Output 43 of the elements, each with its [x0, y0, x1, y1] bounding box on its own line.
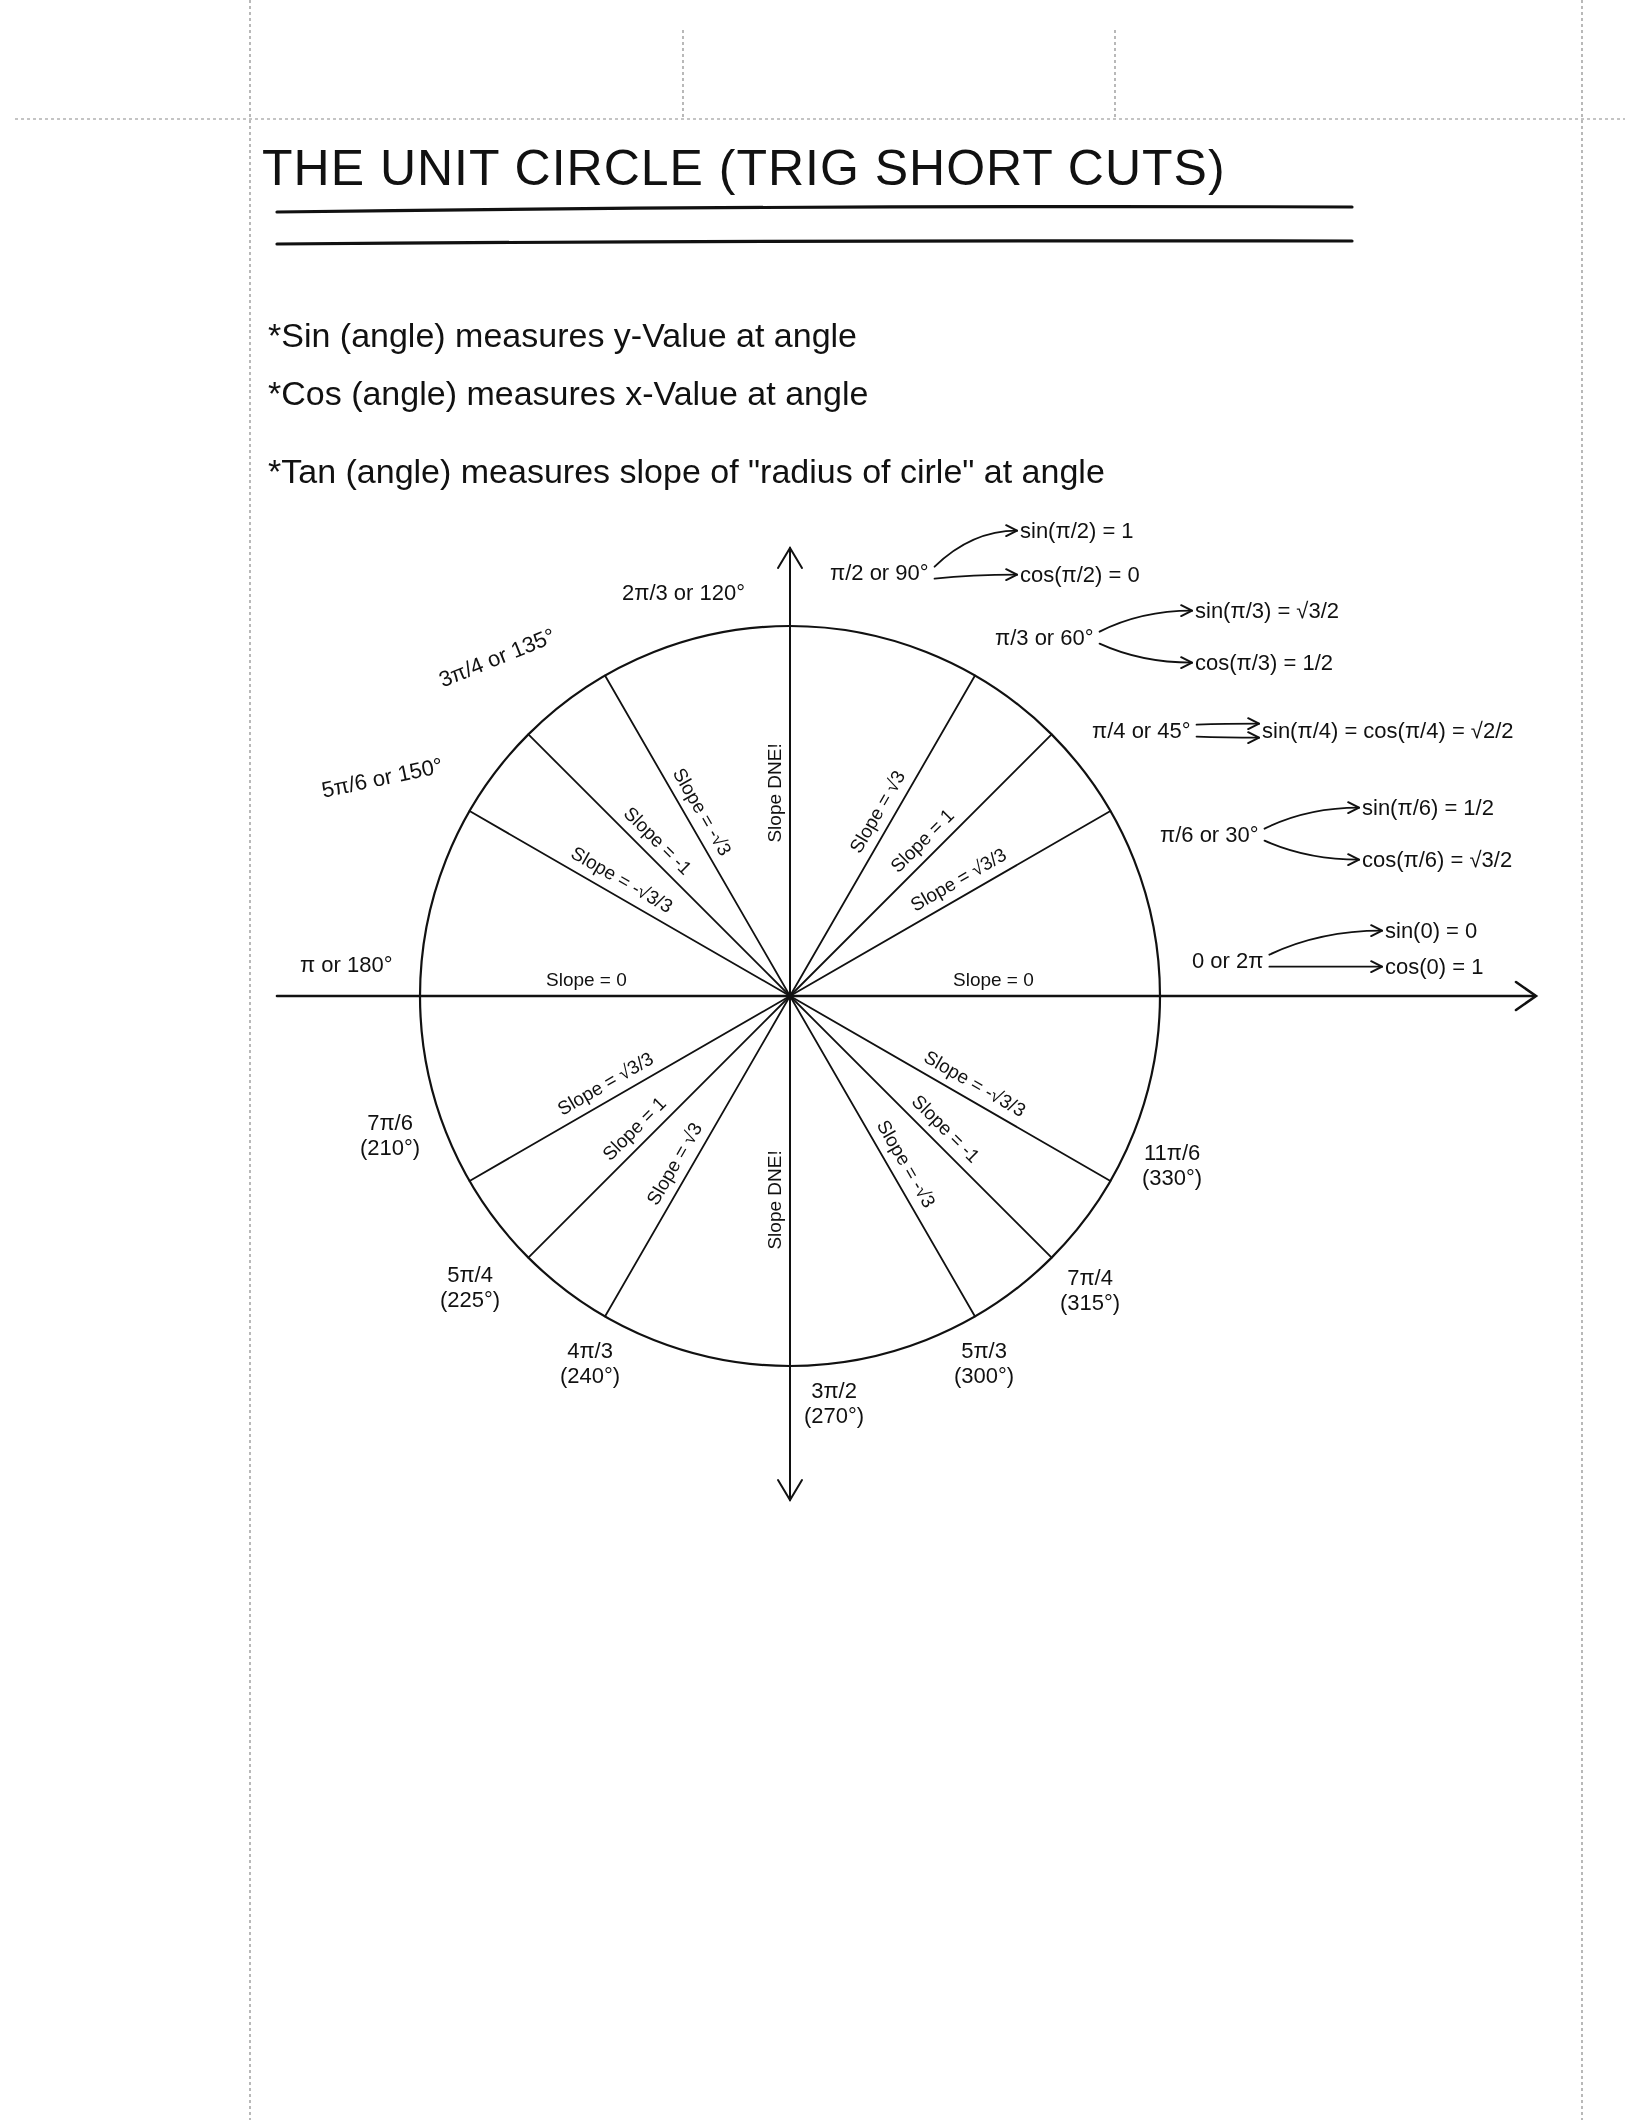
angle-label: π/3 or 60° — [995, 625, 1094, 651]
slope-label: Slope = 0 — [546, 969, 627, 991]
trig-value: cos(π/2) = 0 — [1020, 562, 1140, 588]
trig-value: sin(π/3) = √3/2 — [1195, 598, 1340, 624]
angle-label: 11π/6 (330°) — [1142, 1140, 1203, 1191]
arrow — [1195, 717, 1260, 731]
slope-label: Slope = 0 — [953, 969, 1034, 991]
arrow — [1098, 642, 1193, 669]
trig-value: sin(π/2) = 1 — [1020, 518, 1134, 544]
angle-label: 2π/3 or 120° — [622, 580, 746, 606]
trig-value: sin(π/6) = 1/2 — [1362, 795, 1494, 821]
angle-label: 7π/4 (315°) — [1060, 1265, 1121, 1316]
angle-label: 5π/3 (300°) — [954, 1338, 1015, 1389]
arrow — [1098, 604, 1193, 633]
arrow — [933, 568, 1018, 582]
trig-value: cos(π/3) = 1/2 — [1195, 650, 1334, 676]
angle-label: 7π/6 (210°) — [360, 1110, 421, 1161]
arrow — [1268, 924, 1383, 956]
angle-label: 4π/3 (240°) — [560, 1338, 621, 1389]
arrow — [1263, 801, 1360, 830]
angle-label: π/6 or 30° — [1160, 822, 1259, 848]
angle-label: 5π/4 (225°) — [440, 1262, 501, 1313]
angle-label: 3π/2 (270°) — [804, 1378, 865, 1429]
arrow — [1268, 960, 1383, 974]
angle-label: 3π/4 or 135° — [435, 622, 559, 693]
trig-value: sin(0) = 0 — [1385, 918, 1478, 944]
bullet-note: *Cos (angle) measures x-Value at angle — [268, 374, 869, 414]
angle-label: 0 or 2π — [1192, 948, 1264, 974]
slope-label: Slope DNE! — [763, 1149, 786, 1250]
page-title: THE UNIT CIRCLE (TRIG SHORT CUTS) — [262, 140, 1226, 198]
arrow — [1263, 839, 1360, 866]
angle-label: π/4 or 45° — [1092, 718, 1191, 744]
bullet-note: *Tan (angle) measures slope of "radius of cirle" at angle — [268, 452, 1105, 492]
angle-label: π/2 or 90° — [830, 560, 929, 586]
arrow — [1195, 731, 1260, 745]
trig-value: sin(π/4) = cos(π/4) = √2/2 — [1262, 718, 1514, 744]
slope-label: Slope DNE! — [763, 742, 786, 843]
angle-label: π or 180° — [300, 952, 393, 978]
trig-value: cos(π/6) = √3/2 — [1362, 847, 1513, 873]
arrow — [933, 524, 1018, 568]
angle-label: 5π/6 or 150° — [319, 752, 445, 803]
trig-value: cos(0) = 1 — [1385, 954, 1484, 980]
bullet-note: *Sin (angle) measures y-Value at angle — [268, 316, 858, 356]
